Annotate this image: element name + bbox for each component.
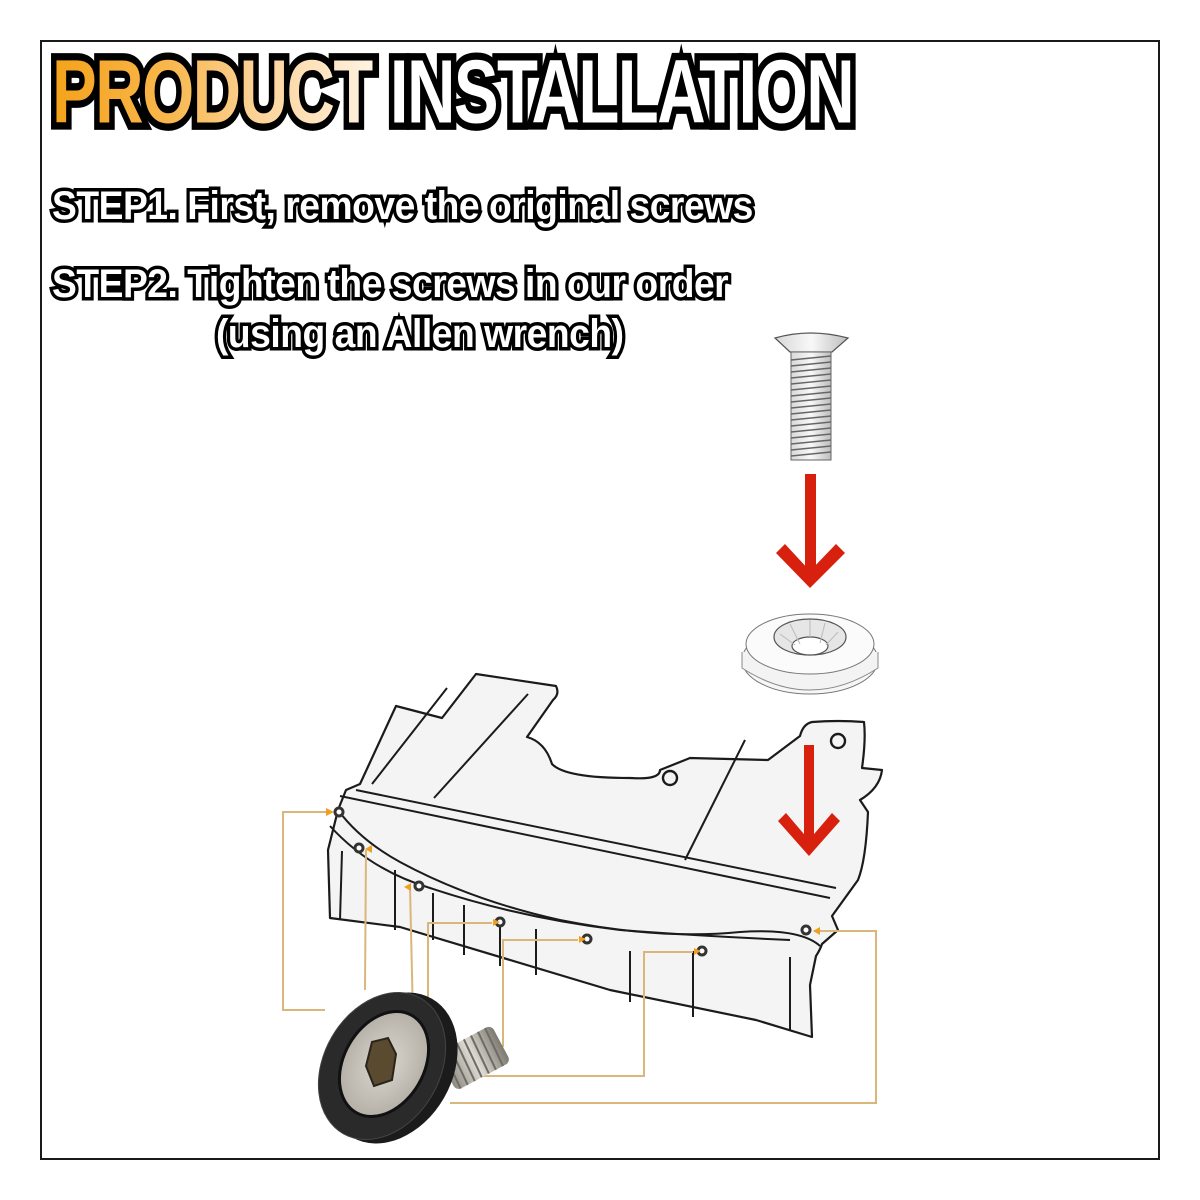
- down-arrow-icon: [776, 474, 845, 588]
- undertray-panel-icon: [326, 672, 884, 1039]
- screw-holes: [333, 806, 812, 957]
- page-title: PRODUCT PRODUCT INSTALLATION INSTALLATIO…: [47, 34, 861, 149]
- step-2-subtext: (using an Allen wrench): [213, 309, 627, 360]
- page-frame: [40, 40, 1160, 1160]
- step-1-text: STEP1. First, remove the original screws: [49, 181, 757, 232]
- panel-mounting-holes: [661, 732, 847, 787]
- countersunk-washer-icon: [741, 613, 879, 695]
- countersunk-screw-icon: [773, 332, 850, 461]
- black-hex-screw-icon: [317, 991, 509, 1144]
- leader-arrowheads: [326, 808, 820, 955]
- undertray-panel-details: [329, 687, 837, 1030]
- title-word-product: PRODUCT PRODUCT: [47, 34, 380, 149]
- down-arrow-icon: [778, 745, 840, 856]
- title-word-installation: INSTALLATION INSTALLATION: [384, 34, 860, 149]
- step-2-text: STEP2. Tighten the screws in our order: [49, 259, 732, 310]
